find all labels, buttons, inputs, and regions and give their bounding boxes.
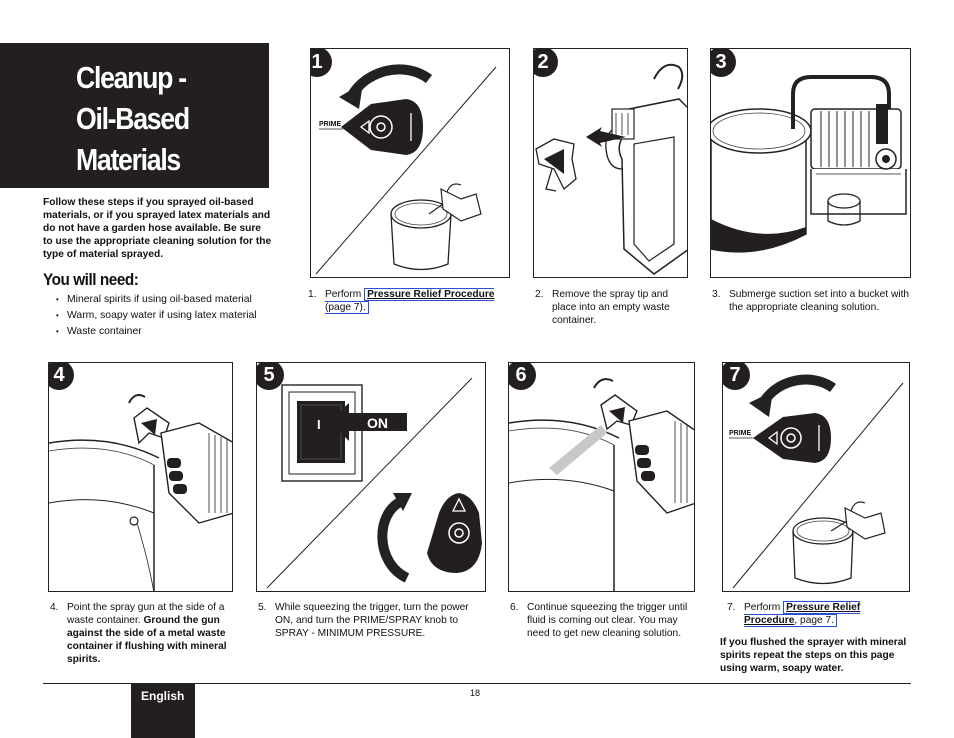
title-line-1: Cleanup - — [76, 60, 187, 95]
flush-note: If you flushed the sprayer with mineral … — [720, 637, 907, 674]
step-6-badge: 6 — [509, 363, 536, 390]
step-1-illustration: PRIME 1 — [310, 48, 510, 278]
step-7-badge: 7 — [723, 363, 750, 390]
page-title: Cleanup - Oil-Based Materials — [76, 57, 190, 180]
page-number: 18 — [470, 688, 481, 698]
step-2-illustration: 2 — [533, 48, 688, 278]
language-tab: English — [131, 684, 195, 738]
step-6-illustration: 6 — [508, 362, 695, 592]
step-1-caption: 1. Perform Pressure Relief Procedure (pa… — [308, 288, 495, 314]
step-4-caption: 4. Point the spray gun at the side of a … — [50, 602, 227, 665]
step-3-caption: 3. Submerge suction set into a bucket wi… — [712, 289, 910, 313]
title-block: Cleanup - Oil-Based Materials — [0, 43, 269, 188]
step-3-illustration: 3 — [710, 48, 911, 278]
you-will-need-heading: You will need: — [43, 270, 139, 289]
power-switch — [297, 401, 345, 463]
step-7-illustration: PRIME 7 — [722, 362, 910, 592]
pressure-relief-link[interactable]: Pressure Relief Procedure, page 7. — [744, 601, 861, 627]
rotate-arrow-icon — [749, 391, 773, 417]
spraying-into-container-illustration — [509, 378, 694, 591]
step-5-illustration: I ON 5 — [256, 362, 486, 592]
footer-divider — [43, 683, 911, 684]
on-label: ON — [367, 415, 388, 431]
list-item: Waste container — [56, 324, 286, 340]
step-7-caption: 7. Perform Pressure Relief Procedure, pa… — [727, 601, 861, 627]
list-item: Warm, soapy water if using latex materia… — [56, 308, 286, 324]
step-5-badge: 5 — [257, 363, 284, 390]
you-will-need-list: Mineral spirits if using oil-based mater… — [56, 292, 286, 340]
fluid-spray — [549, 425, 607, 475]
gun-at-container-illustration — [49, 394, 232, 591]
prime-label: PRIME — [729, 430, 752, 437]
step-2-caption: 2. Remove the spray tip and place into a… — [535, 289, 670, 326]
title-line-3: Materials — [76, 142, 181, 177]
intro-text: Follow these steps if you sprayed oil-ba… — [43, 197, 272, 260]
remove-arrow-icon — [586, 127, 626, 147]
rotate-arrow-icon — [339, 83, 363, 109]
title-line-2: Oil-Based — [76, 101, 190, 136]
step-5-caption: 5. While squeezing the trigger, turn the… — [258, 602, 469, 639]
prime-label: PRIME — [319, 121, 342, 128]
switch-on-mark: I — [317, 417, 321, 432]
step-3-badge: 3 — [711, 49, 736, 77]
on-arrow-icon — [329, 403, 407, 441]
list-item: Mineral spirits if using oil-based mater… — [56, 292, 286, 308]
power-switch-illustration: I ON — [266, 377, 482, 589]
prime-knob-illustration: PRIME — [315, 64, 497, 275]
rotate-arrow-icon — [393, 493, 412, 511]
prime-knob-illustration: PRIME — [729, 374, 904, 589]
language-label: English — [141, 689, 185, 703]
step-1-badge: 1 — [311, 49, 332, 77]
step-4-illustration: 4 — [48, 362, 233, 592]
spray-gun-tip-illustration — [535, 63, 687, 275]
pressure-relief-link[interactable]: Pressure Relief Procedure (page 7). — [325, 288, 495, 314]
step-6-caption: 6. Continue squeezing the trigger until … — [510, 602, 688, 639]
suction-set-bucket-illustration — [711, 75, 907, 253]
